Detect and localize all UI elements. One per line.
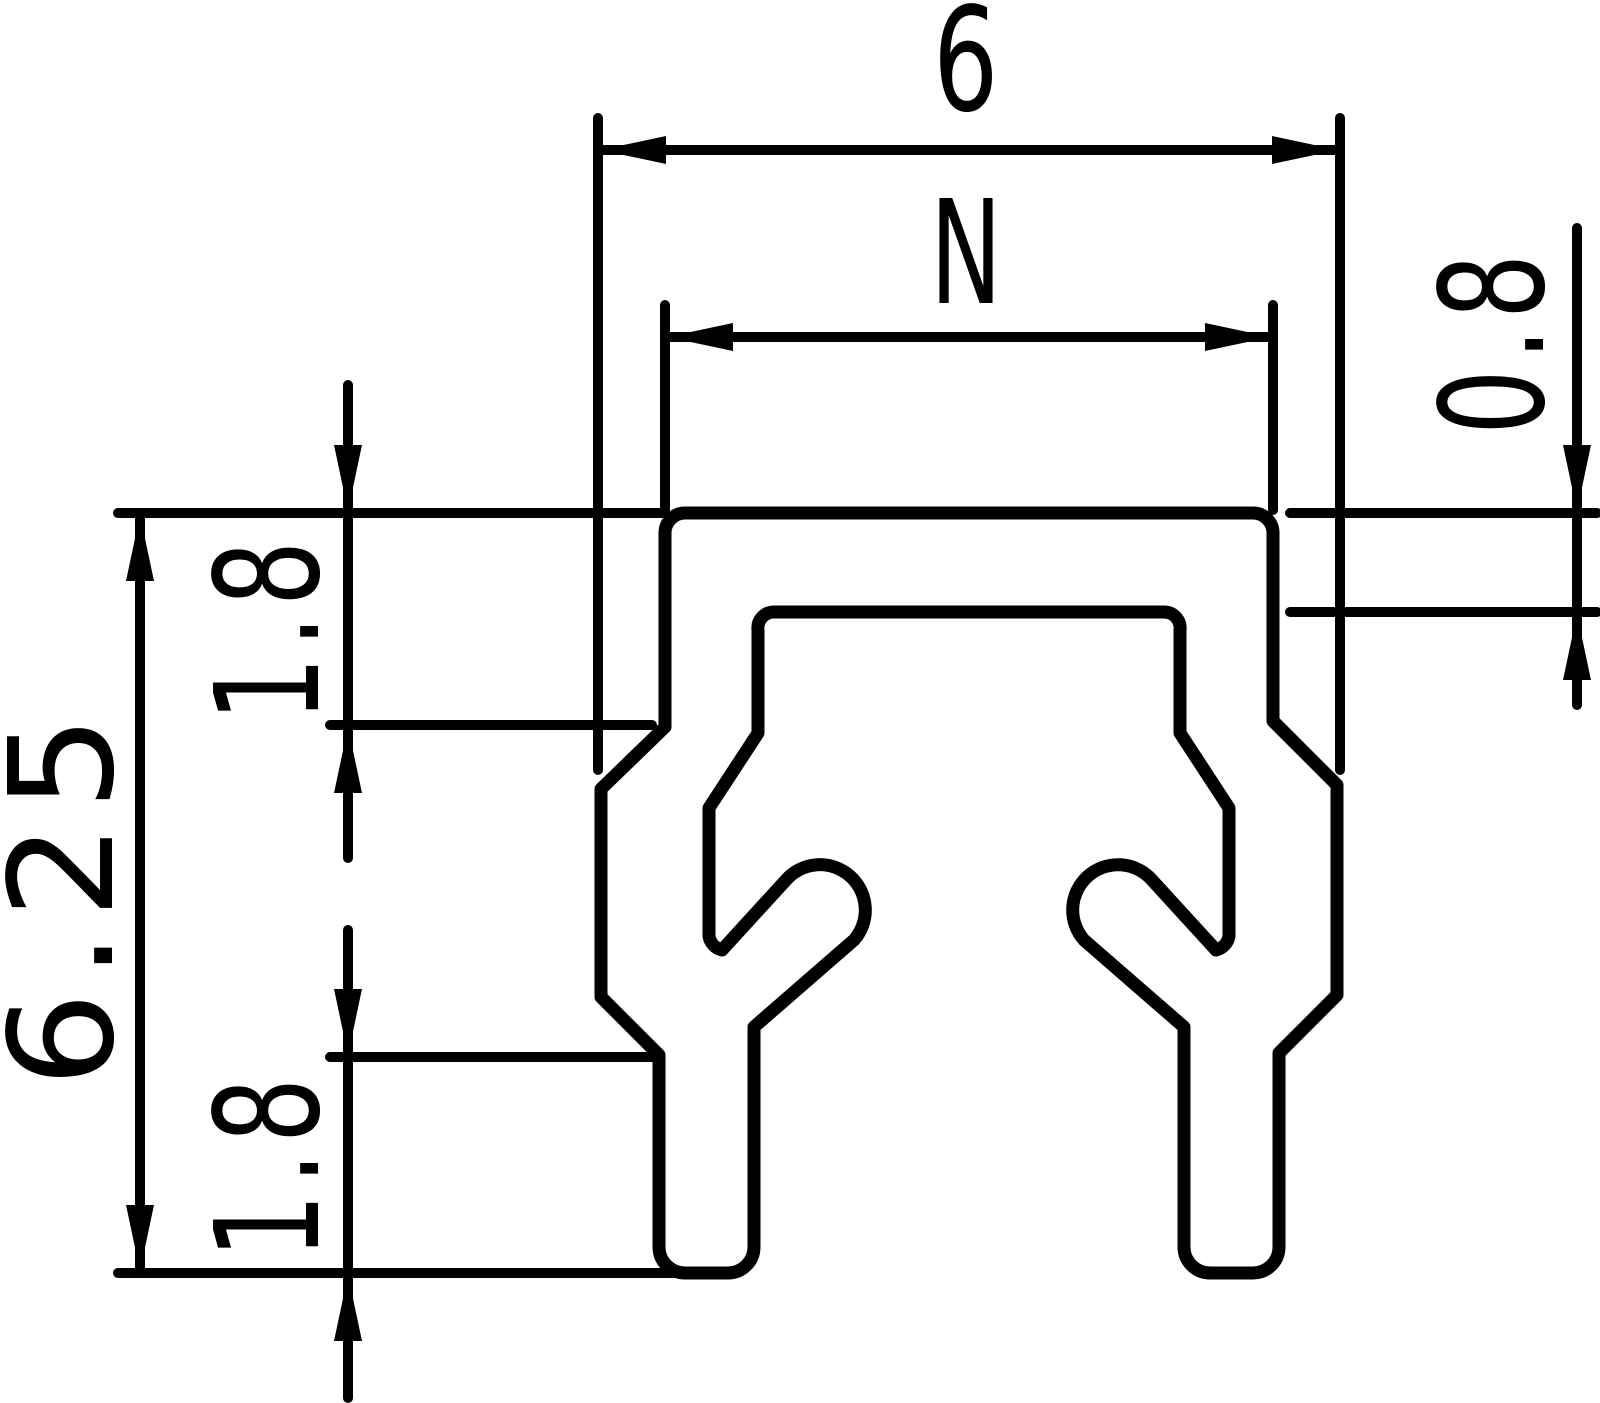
extension-lines: [113, 113, 1600, 1278]
label-lower-offset: 1.8: [184, 1069, 352, 1259]
arrow-width6-left: [600, 136, 666, 164]
dimension-arrowheads: [126, 136, 1591, 1341]
arrow-18b-up: [334, 1275, 362, 1341]
profile-outline-path: [594, 506, 1344, 1280]
label-overall-height: 6.25: [0, 703, 146, 1088]
arrow-18b-down: [334, 989, 362, 1055]
profile-cross-section: [594, 506, 1344, 1280]
arrow-18a-down: [334, 445, 362, 511]
label-nominal-width: N: [930, 169, 1010, 337]
label-overall-width: 6: [933, 0, 1007, 144]
arrow-08-up: [1563, 614, 1591, 680]
arrow-widthN-left: [667, 323, 733, 351]
arrow-08-down: [1563, 445, 1591, 511]
label-wall-thickness: 0.8: [1409, 245, 1577, 435]
label-upper-offset: 1.8: [184, 532, 352, 722]
arrow-height625-bottom: [126, 1205, 154, 1271]
arrow-height625-top: [126, 515, 154, 581]
dimension-labels: 6 N 0.8 6.25 1.8 1.8: [0, 0, 1577, 1259]
arrow-18a-up: [334, 727, 362, 793]
arrow-widthN-right: [1205, 323, 1271, 351]
arrow-width6-right: [1272, 136, 1338, 164]
